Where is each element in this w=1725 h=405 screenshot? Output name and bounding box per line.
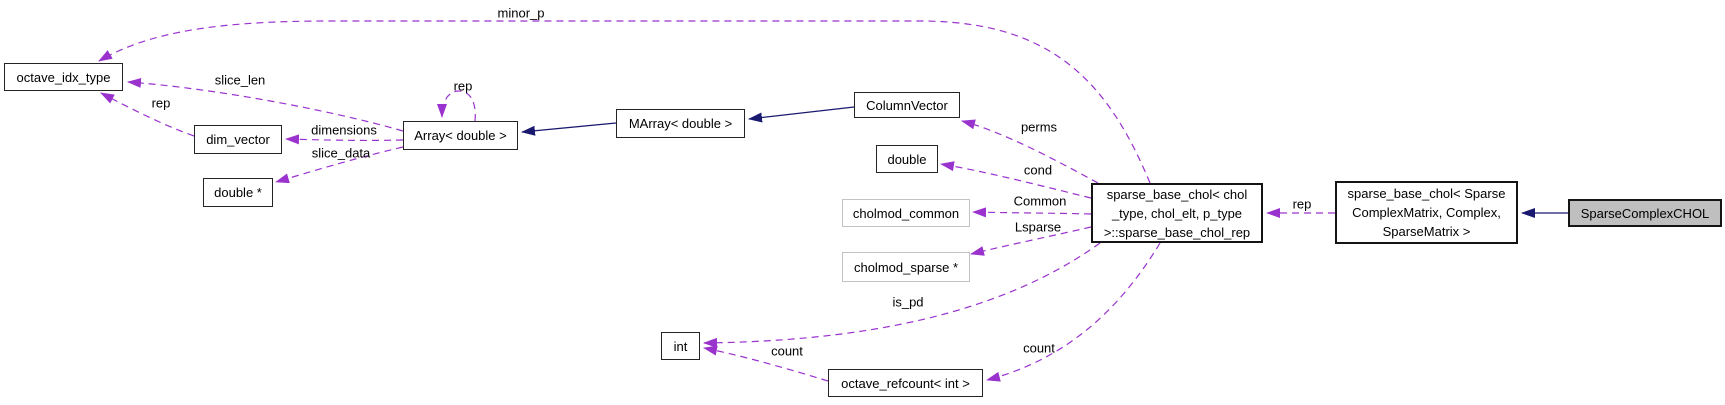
node-label: SparseComplexCHOL bbox=[1580, 205, 1710, 221]
node-label: ColumnVector bbox=[866, 97, 948, 113]
node-label: octave_idx_type bbox=[16, 69, 111, 85]
node-dim-vector[interactable]: dim_vector bbox=[194, 125, 282, 154]
node-label: dim_vector bbox=[206, 132, 270, 147]
edge-label-is-pd: is_pd bbox=[892, 294, 924, 310]
node-sparse-base-chol-instance[interactable]: sparse_base_chol< Sparse ComplexMatrix, … bbox=[1335, 181, 1518, 244]
edge-label-slice-data: slice_data bbox=[311, 145, 371, 161]
node-label-line: sparse_base_chol< chol bbox=[1106, 186, 1248, 202]
node-label: Array< double > bbox=[414, 128, 507, 143]
edge-label-rep-dim: rep bbox=[151, 95, 171, 111]
edge-label-count-left: count bbox=[771, 343, 803, 359]
edge-slice-data bbox=[275, 146, 404, 184]
edge-label-rep-self: rep bbox=[453, 78, 473, 94]
node-label-line: sparse_base_chol< Sparse bbox=[1347, 186, 1506, 201]
node-label: double * bbox=[214, 185, 262, 200]
edge-label-common: Common bbox=[1013, 193, 1067, 209]
node-label: MArray< double > bbox=[628, 116, 733, 131]
node-sparse-base-chol-rep[interactable]: sparse_base_chol< chol _type, chol_elt, … bbox=[1091, 183, 1263, 243]
edge-label-perms: perms bbox=[1020, 119, 1058, 135]
node-label: int bbox=[673, 338, 688, 354]
node-cholmod-common: cholmod_common bbox=[842, 199, 970, 227]
node-label: octave_refcount< int > bbox=[841, 375, 970, 391]
edge-label-cond: cond bbox=[1023, 162, 1053, 178]
edge-inherit-columnvector-marray bbox=[748, 106, 855, 123]
edge-common bbox=[972, 207, 1092, 218]
node-label-line: _type, chol_elt, p_type bbox=[1111, 205, 1243, 221]
edge-cond bbox=[940, 161, 1092, 199]
edge-rep-dim-vector bbox=[100, 92, 195, 137]
node-int[interactable]: int bbox=[661, 332, 700, 360]
edge-label-dimensions: dimensions bbox=[311, 122, 377, 138]
node-cholmod-sparse-ptr: cholmod_sparse * bbox=[842, 252, 970, 282]
node-label: cholmod_sparse * bbox=[853, 259, 959, 275]
edge-inherit-marray-array bbox=[521, 122, 617, 136]
edge-perms bbox=[961, 119, 1099, 184]
edge-label-lsparse: Lsparse bbox=[1014, 219, 1062, 235]
node-label-line: >::sparse_base_chol_rep bbox=[1103, 224, 1251, 240]
node-double[interactable]: double bbox=[876, 145, 938, 173]
edge-label-count-right: count bbox=[1023, 340, 1055, 356]
node-columnvector[interactable]: ColumnVector bbox=[854, 92, 960, 118]
node-label-line: ComplexMatrix, Complex, bbox=[1352, 205, 1501, 220]
edge-dimensions bbox=[285, 134, 404, 145]
node-marray-double[interactable]: MArray< double > bbox=[616, 109, 745, 138]
edge-rep-self-loop bbox=[437, 90, 476, 122]
node-octave-refcount-int[interactable]: octave_refcount< int > bbox=[828, 369, 983, 397]
node-label: double bbox=[887, 151, 927, 167]
node-octave-idx-type[interactable]: octave_idx_type bbox=[4, 63, 123, 91]
edge-slice-len bbox=[127, 77, 404, 132]
edge-lsparse bbox=[970, 226, 1092, 256]
edge-minor-p bbox=[98, 20, 1151, 184]
edge-count-rep-refcount bbox=[986, 242, 1161, 382]
node-label-line: SparseMatrix > bbox=[1382, 224, 1471, 239]
edge-label-slice-len: slice_len bbox=[214, 72, 266, 88]
node-double-ptr[interactable]: double * bbox=[203, 178, 273, 207]
edge-is-pd bbox=[703, 242, 1101, 348]
edge-count-refcount-int bbox=[703, 345, 829, 382]
node-sparsecomplexchol-current: SparseComplexCHOL bbox=[1568, 199, 1722, 227]
node-array-double[interactable]: Array< double > bbox=[403, 121, 518, 150]
edge-label-rep-right: rep bbox=[1292, 196, 1312, 212]
node-label: cholmod_common bbox=[852, 205, 960, 221]
edge-label-minor-p: minor_p bbox=[497, 5, 545, 21]
